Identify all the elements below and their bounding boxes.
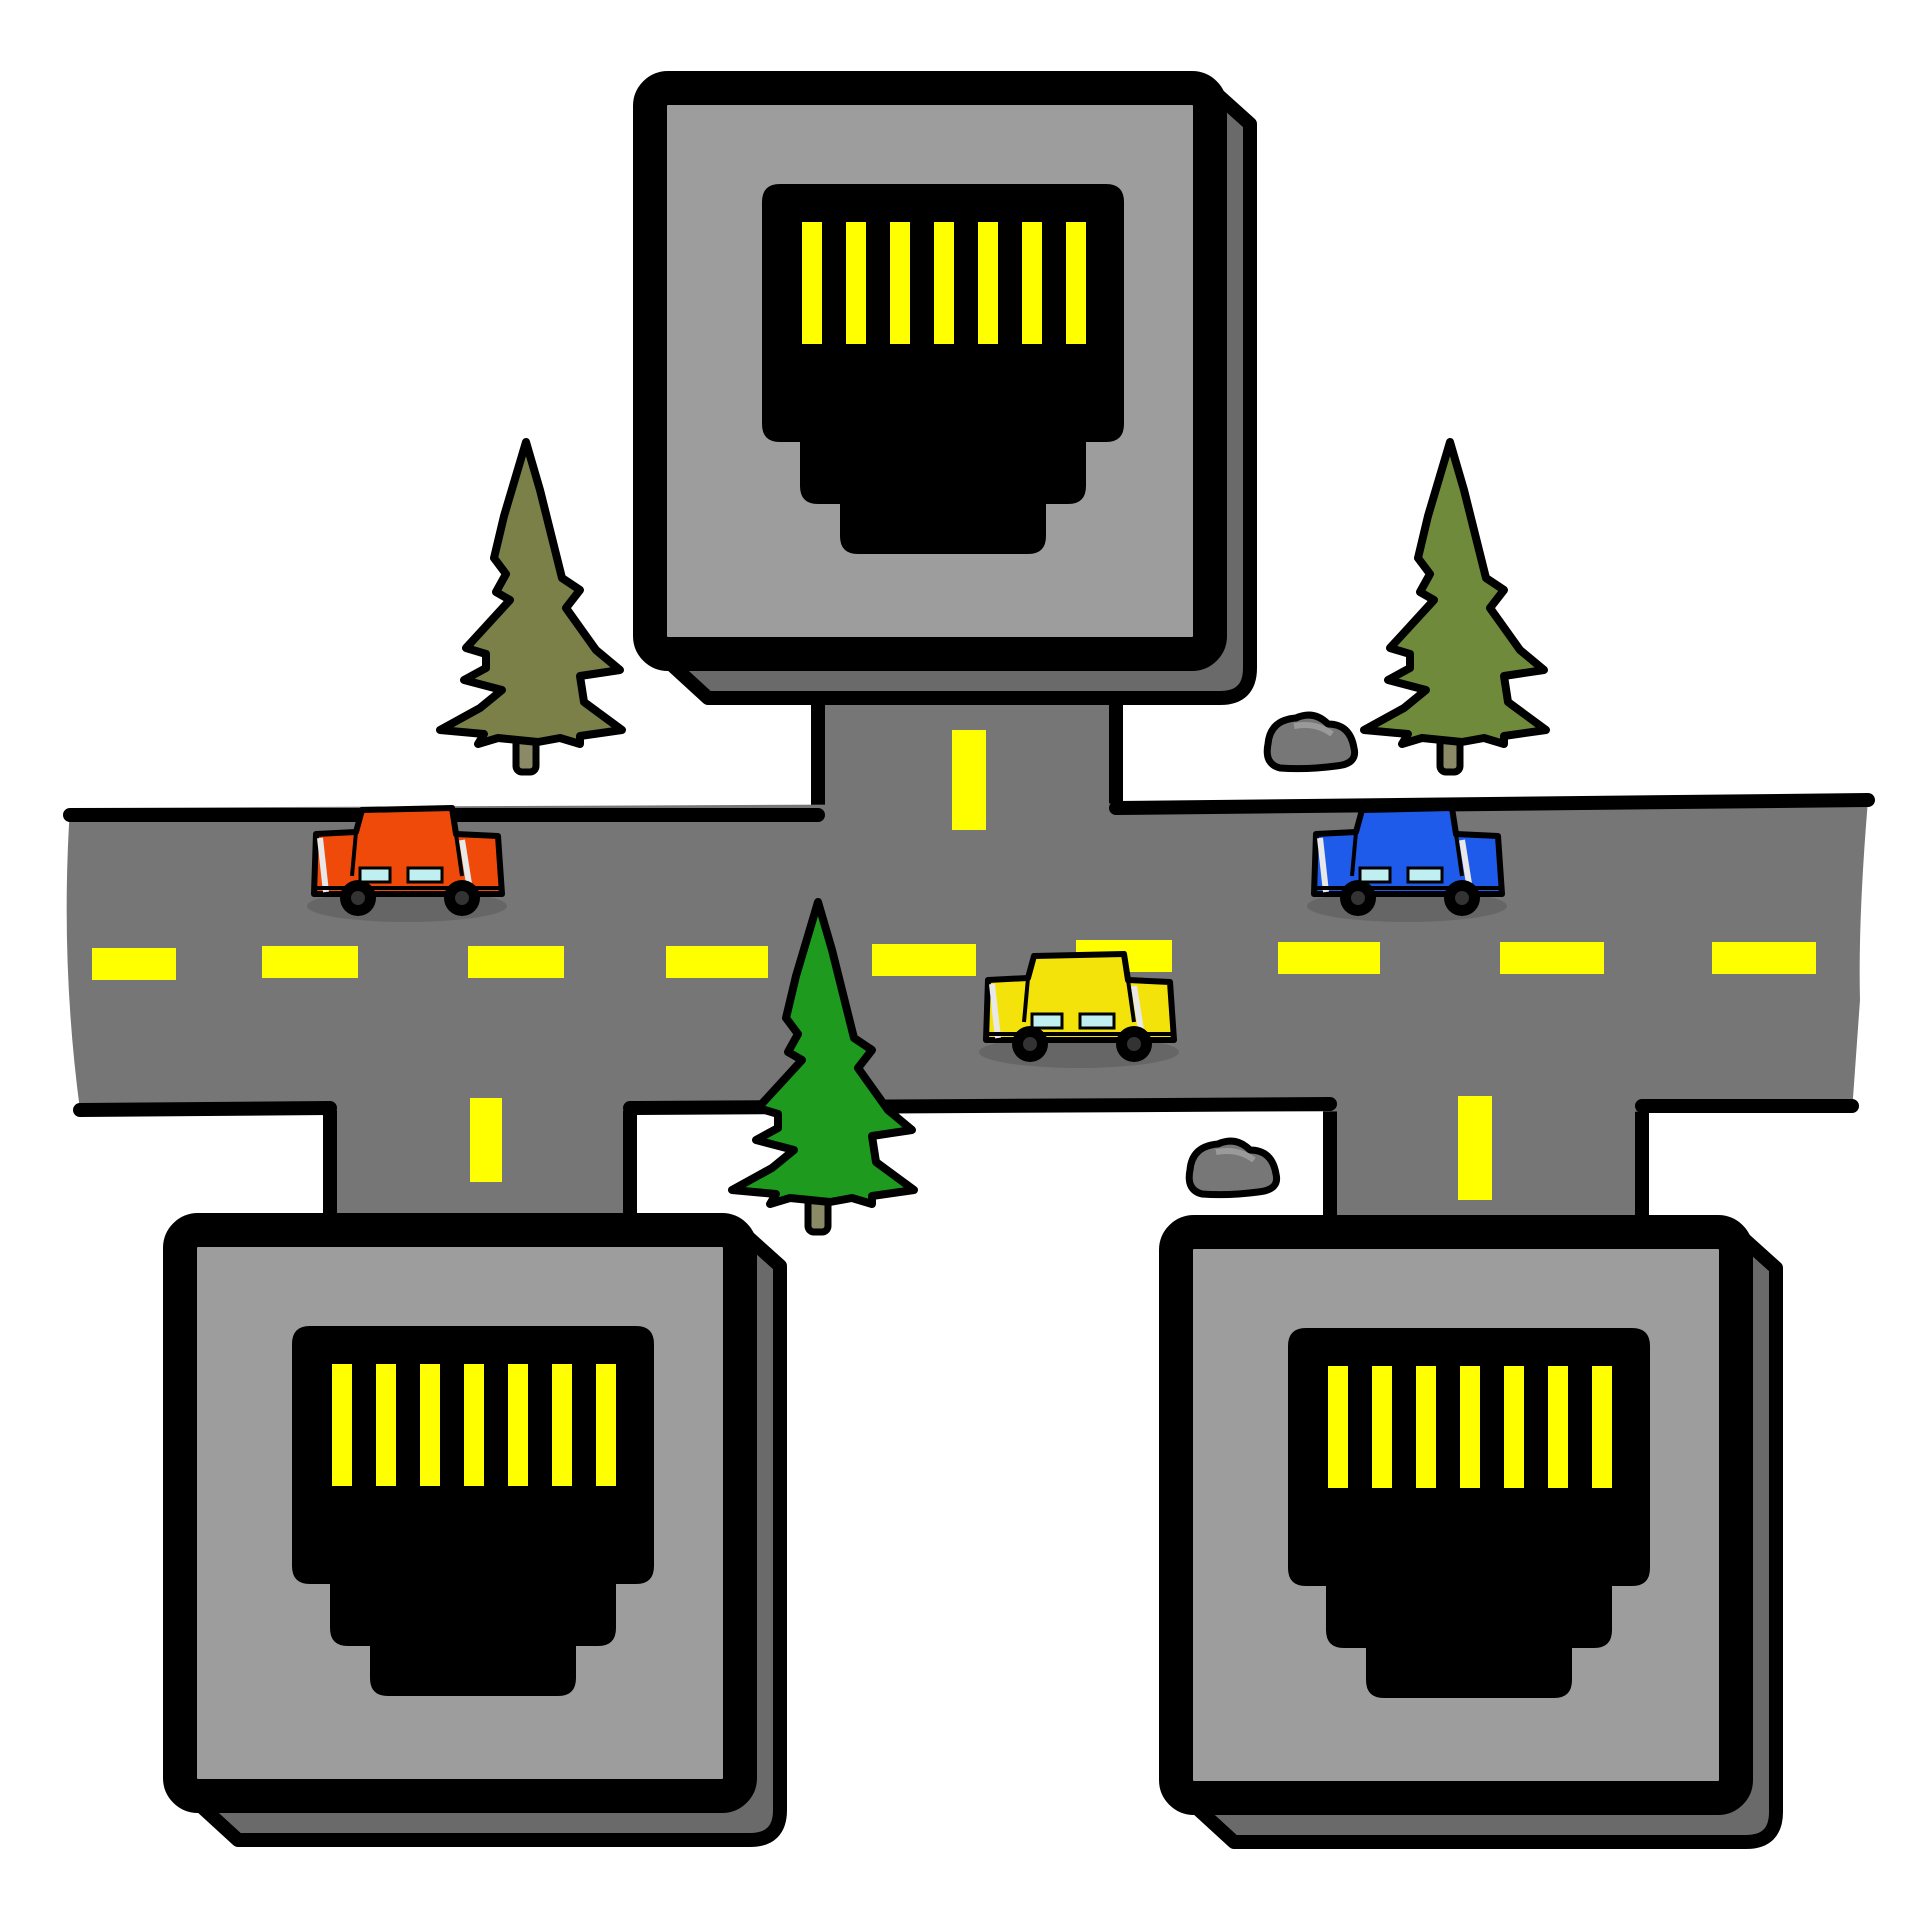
ethernet-port-icon (650, 88, 1250, 698)
pine-tree-icon (1364, 442, 1546, 772)
ethernet-port-icon (1176, 1232, 1776, 1842)
ethernet-port-icon (180, 1230, 780, 1840)
rock-icon (1267, 715, 1354, 769)
lane-markings (92, 730, 1816, 1200)
road-network (63, 661, 1875, 1257)
rock-icon (1189, 1141, 1276, 1195)
pine-tree-icon (440, 442, 622, 772)
road-edge-bottom (73, 1097, 1859, 1117)
